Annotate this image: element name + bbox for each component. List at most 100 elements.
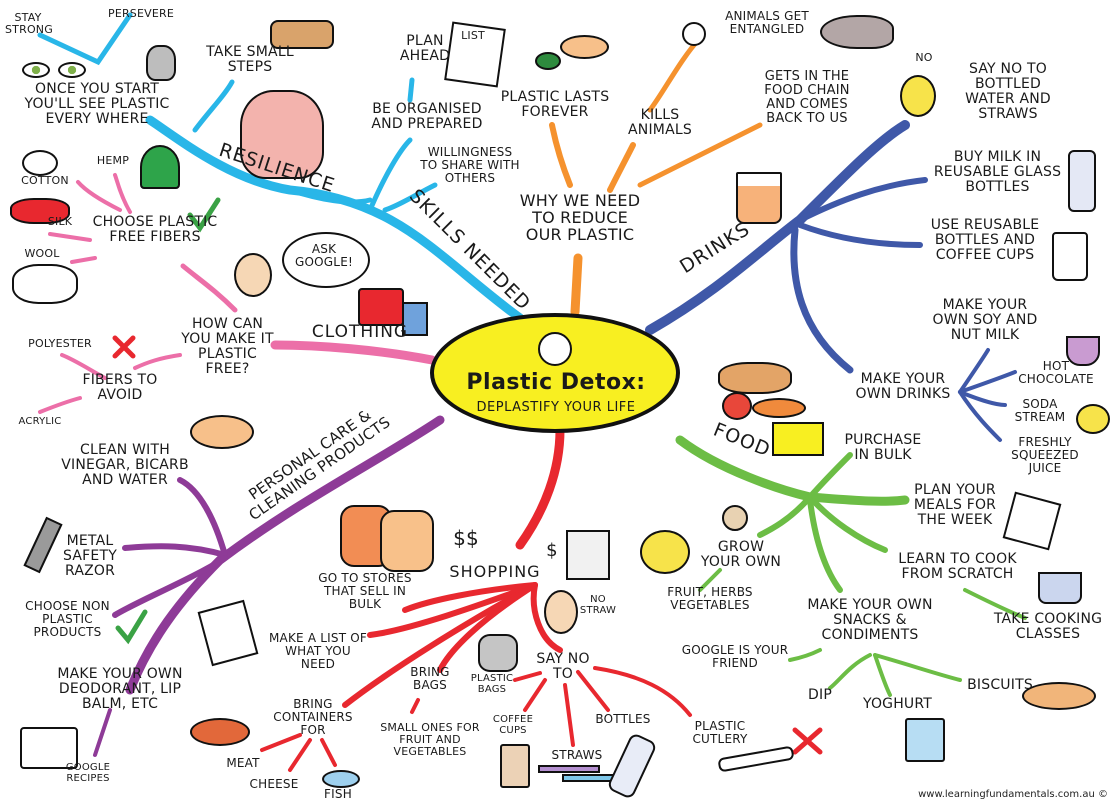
node-choose-fibers: Choose plastic free fibers [92,214,218,245]
list-icon-text: List [461,29,485,42]
node-purchase-bulk: Purchase in bulk [844,432,922,463]
node-make-list: Make a list of what you need [269,631,367,671]
seal-icon [820,15,894,49]
node-deodorant: Make your own deodorant, lip balm, etc [57,666,183,712]
teacup-icon [1066,336,1100,366]
dollars-big: $$ [453,526,479,550]
node-bring-containers: Bring containers for [273,697,353,737]
smiley-icon [538,332,572,366]
node-learn-cook: Learn to cook from scratch [898,551,1017,582]
cheese-icon [772,422,824,456]
node-wool: Wool [24,247,60,260]
page-title: Plastic Detox: [466,370,646,395]
node-plastic-lasts: Plastic lasts forever [500,89,610,120]
node-freshly-squeezed: Freshly squeezed juice [1011,435,1079,475]
saucepan-icon [1038,572,1082,604]
node-soy-milk: Make your own soy and nut milk [932,297,1038,343]
node-small-steps: Take small steps [206,44,294,75]
node-buy-milk: Buy milk in reusable glass bottles [933,149,1062,195]
node-how-plastic-free: How can you make it plastic free? [181,316,274,377]
node-clean-vinegar: Clean with vinegar, bicarb and water [61,442,189,488]
node-polyester: Polyester [28,337,92,350]
node-say-no-to: Say no to [536,651,590,682]
boy-face-icon [234,253,272,297]
bread-icon [718,362,792,394]
node-persevere: Persevere [107,7,175,20]
node-food-chain: Gets in the food chain and comes back to… [764,69,850,126]
hemp-leaf-icon [140,145,180,189]
node-say-no-bottled: Say no to bottled water and straws [965,61,1051,122]
yoghurt-icon [905,718,945,762]
tote-bag-icon [566,530,610,580]
node-google-friend: Google is your friend [681,643,789,670]
lemon-icon [1076,404,1110,434]
branch-shopping: Shopping [449,562,541,581]
node-fish: Fish [324,787,352,801]
node-small-ones: Small ones for fruit and vegetables [380,721,480,758]
node-non-plastic: Choose non plastic products [25,599,110,639]
pants-icon [402,302,428,336]
dollar-small: $ [546,540,558,561]
plastic-bags-icon [478,634,518,672]
node-cotton: Cotton [21,174,69,187]
node-make-own-drinks: Make your own drinks [855,371,951,402]
node-plan-meals: Plan your meals for the week [913,482,997,528]
biscuits-icon [1022,682,1096,710]
node-see-plastic: Once you start you'll see plastic every … [24,81,170,127]
eye-icon [22,62,50,78]
fish-icon [322,770,360,788]
no-label: No [915,51,933,64]
branch-why: Why we need to reduce our plastic [519,191,641,244]
node-cheese: Cheese [249,777,299,791]
node-soda-stream: Soda stream [1014,397,1066,424]
meat-icon [190,718,250,746]
onion-icon [722,505,748,531]
node-bring-bags: Bring bags [410,665,450,692]
cotton-icon [22,150,58,176]
shirt-icon [358,288,404,326]
node-snacks: Make your own snacks & condiments [807,597,933,643]
node-coffee-cups: Coffee cups [492,714,534,736]
node-cooking-classes: Take cooking classes [993,611,1103,642]
footer-credit: www.learningfundamentals.com.au © [918,789,1108,800]
node-meat: Meat [226,756,260,770]
plastic-pieces-icon [560,35,609,59]
sack-icon [380,510,434,572]
node-plan-ahead: Plan ahead [399,33,451,64]
node-plastic-bags: Plastic bags [470,673,514,695]
node-hemp: Hemp [96,154,130,167]
carrot-icon [752,398,806,418]
bird-icon [682,22,706,46]
hand-cleaning-icon [190,415,254,449]
node-fibers-avoid: Fibers to avoid [82,372,158,403]
node-straws: Straws [551,748,603,762]
node-no-straw: No straw [579,594,617,616]
node-willingness: Willingness to share with others [420,145,520,185]
branch-clothing: Clothing [311,322,409,342]
node-metal-razor: Metal safety razor [63,533,117,579]
fruit-icon [640,530,690,574]
feet-icon [270,20,334,49]
woman-face-icon [900,75,936,117]
reusable-cup-icon [1052,232,1088,281]
node-biscuits: Biscuits [967,677,1033,693]
page-subtitle: Deplastify your life [476,400,636,415]
eye-icon [58,62,86,78]
node-silk: Silk [47,215,73,228]
container-icon [20,727,78,769]
coffee-cup-icon [500,744,530,788]
strongman-icon [240,90,324,179]
node-hot-chocolate: Hot chocolate [1018,359,1094,386]
node-google-recipes: Google recipes [65,762,111,784]
node-acrylic: Acrylic [18,416,62,427]
node-kills-animals: Kills animals [628,107,692,138]
node-reusable-bottles: Use reusable bottles and coffee cups [930,217,1040,263]
node-entangled: Animals get entangled [725,9,809,36]
milk-bottle-icon [1068,150,1096,212]
node-plastic-cutlery: Plastic cutlery [692,719,748,746]
silk-icon [10,198,70,224]
juice-glass-icon [736,172,782,224]
node-stay-strong: Stay strong [5,11,53,36]
